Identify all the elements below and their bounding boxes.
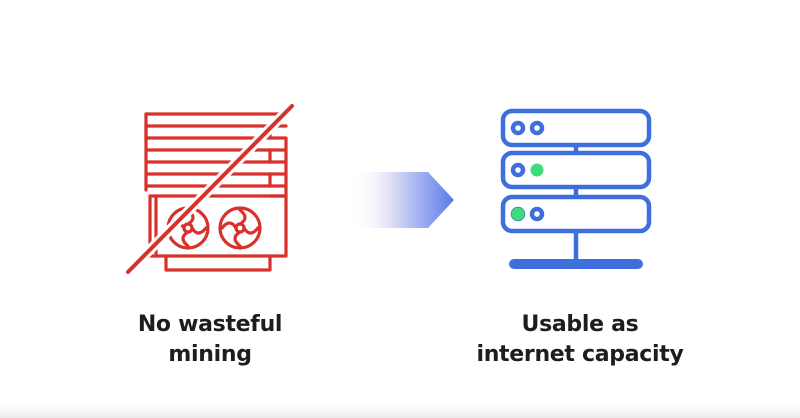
bottom-edge: [0, 404, 800, 418]
crossed-out-mining-rig-icon: [123, 101, 297, 277]
left-caption-line2: mining: [168, 342, 252, 367]
right-caption-line2: internet capacity: [476, 342, 684, 367]
gradient-arrow-icon: [350, 172, 454, 228]
right-caption: Usable as internet capacity: [430, 310, 730, 370]
right-caption-line1: Usable as: [521, 312, 639, 337]
server-rack-icon: [500, 108, 652, 269]
left-caption: No wasteful mining: [60, 310, 360, 370]
left-caption-line1: No wasteful: [137, 312, 283, 337]
